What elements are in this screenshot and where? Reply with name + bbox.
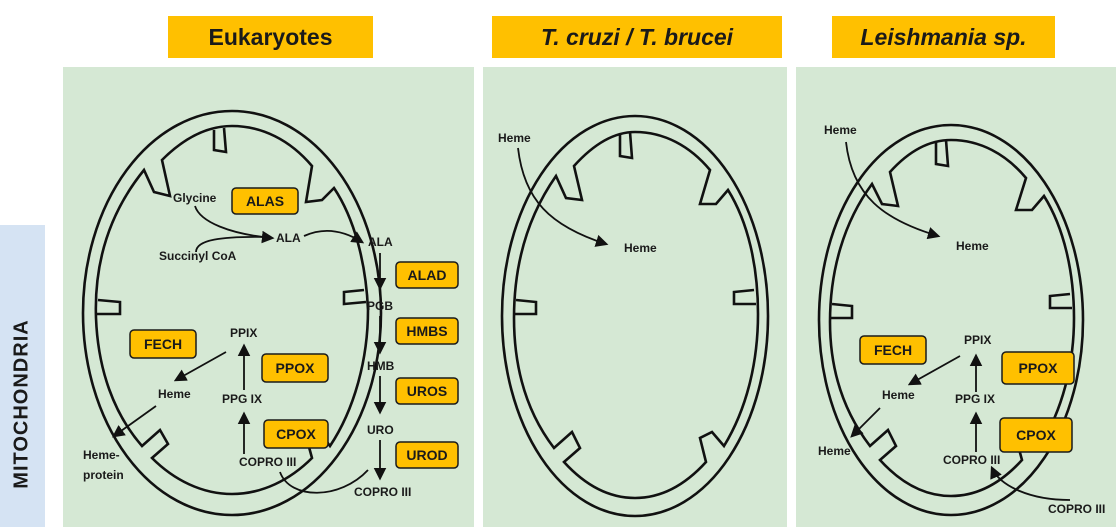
hmb-label: HMB [367,359,395,373]
heme-inside-label: Heme [956,239,989,253]
arrow-heme-export [852,408,880,436]
pathway-eukaryotes: ALAS Glycine Succinyl CoA ALA ALA ALAD P… [83,188,458,499]
enzyme-alas: ALAS [246,193,284,209]
copro-inside-label: COPRO III [943,453,1000,467]
ala-inside-label: ALA [276,231,301,245]
copro-outside-label: COPRO III [354,485,411,499]
outer-membrane [502,116,768,516]
ppix-label: PPIX [230,326,257,340]
enzyme-ppox: PPOX [1019,360,1059,376]
ala-export-arrow [304,231,362,242]
heme-low-label: Heme [818,444,851,458]
mitochondrion-eukaryotes [83,111,381,515]
copro-import-arrow [992,468,1070,500]
arrow-heme-protein [114,406,156,436]
enzyme-urod: UROD [406,447,447,463]
crista [620,132,632,158]
heme-mid-label: Heme [882,388,915,402]
heme-outside-label: Heme [824,123,857,137]
crista [344,290,366,304]
enzyme-fech: FECH [874,342,912,358]
ala-outside-label: ALA [368,235,393,249]
heme-outside-label: Heme [498,131,531,145]
uro-label: URO [367,423,394,437]
ppix-label: PPIX [964,333,991,347]
enzyme-ppox: PPOX [276,360,316,376]
enzyme-alad: ALAD [408,267,447,283]
heme-protein-label-2: protein [83,468,124,482]
succinyl-coa-label: Succinyl CoA [159,249,237,263]
heme-label: Heme [158,387,191,401]
glycine-label: Glycine [173,191,217,205]
ppg-ix-label: PPG IX [955,392,995,406]
copro-inside-label: COPRO III [239,455,296,469]
enzyme-fech: FECH [144,336,182,352]
pathway-trypanosoma: Heme Heme [498,131,657,255]
heme-import-arrow [518,148,606,244]
inner-membrane [514,132,758,498]
pathway-leishmania: Heme Heme FECH PPIX PPOX Heme PPG IX Hem… [818,123,1105,516]
enzyme-uros: UROS [407,383,447,399]
crista [936,140,948,166]
enzyme-cpox: CPOX [1016,427,1056,443]
crista [830,304,852,318]
crista [1050,294,1072,308]
crista [96,300,120,314]
ppg-ix-label: PPG IX [222,392,262,406]
copro-outside-label: COPRO III [1048,502,1105,516]
heme-inside-label: Heme [624,241,657,255]
enzyme-hmbs: HMBS [406,323,447,339]
crista [514,300,536,314]
pgb-label: PGB [367,299,393,313]
enzyme-cpox: CPOX [276,426,316,442]
mitochondrion-trypanosoma [502,116,768,516]
crista [214,128,226,152]
heme-protein-label-1: Heme- [83,448,120,462]
crista [734,290,756,304]
outer-membrane [83,111,381,515]
heme-import-arrow [846,142,938,236]
